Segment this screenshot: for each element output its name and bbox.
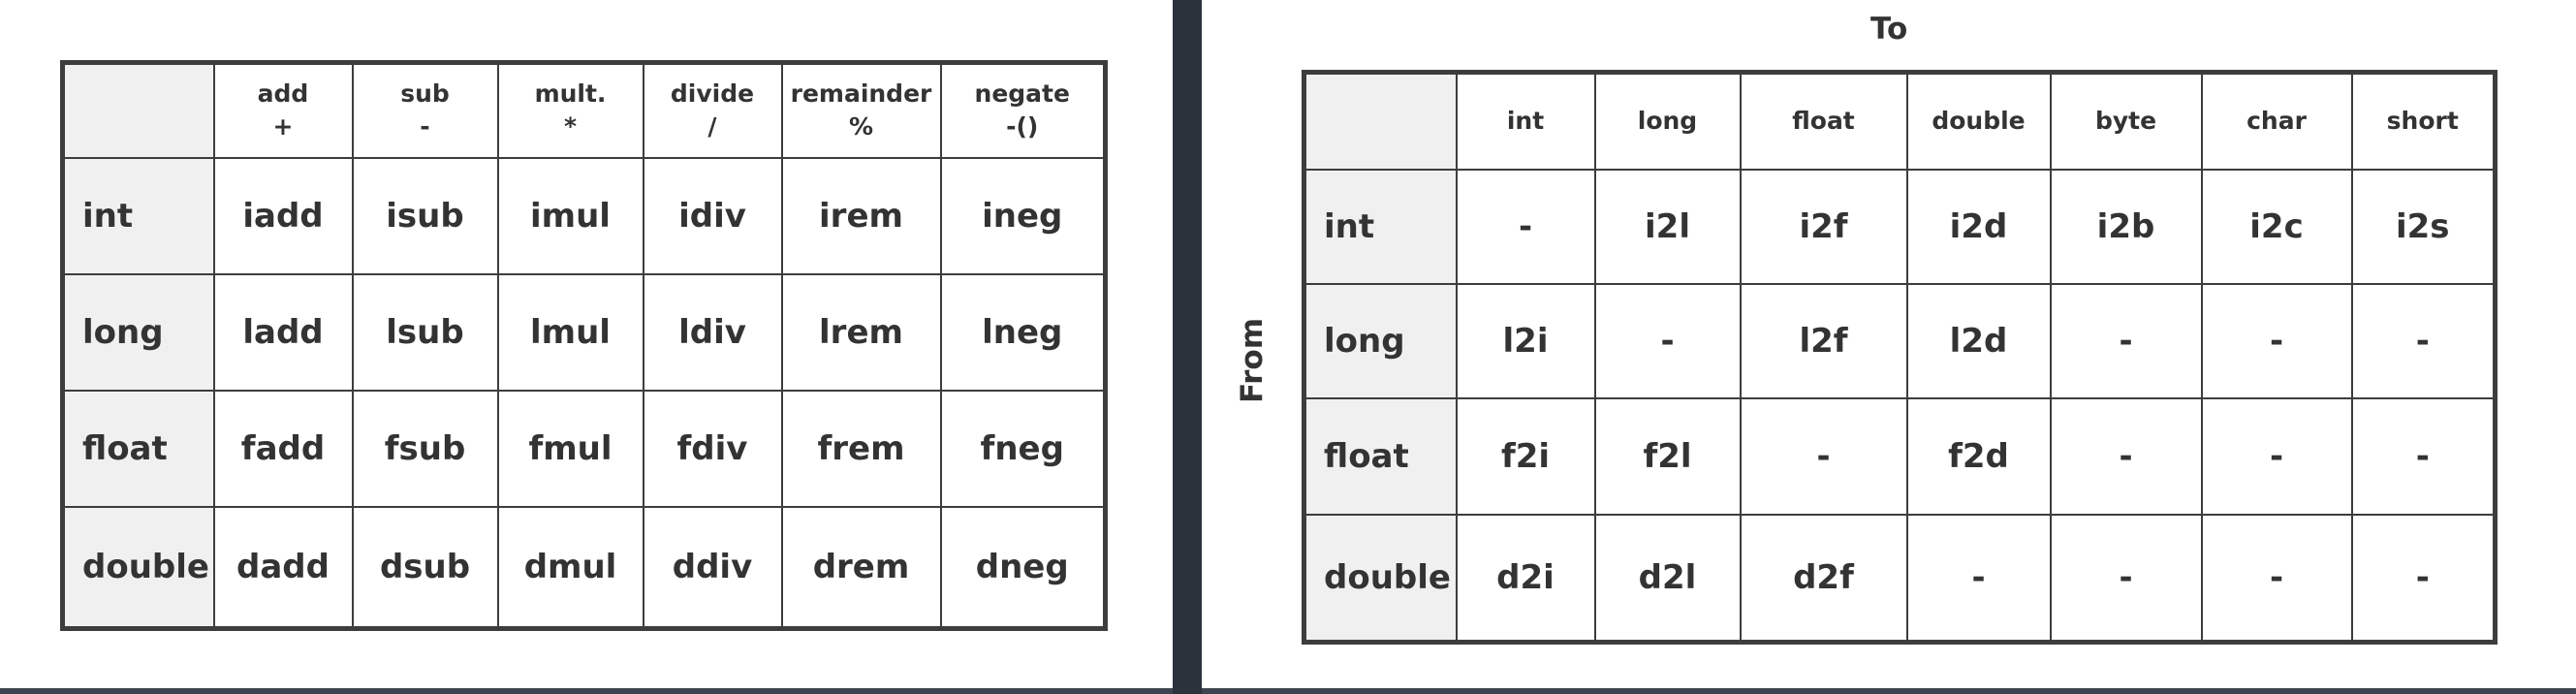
table-cell: i2l [1593,168,1742,285]
table-cell: - [2049,396,2203,516]
ops-col-add: add+ [212,61,354,159]
conv-col-short: short [2350,71,2497,171]
table-cell: fneg [939,389,1107,508]
conv-corner-cell [1303,71,1458,171]
table-cell: - [1593,282,1742,399]
table-cell: irem [780,156,942,275]
ops-col-remainder: remainder% [780,61,942,159]
table-row: float f2i f2l - f2d - - - [1303,396,2497,516]
table-cell: - [1455,168,1596,285]
conv-header-row: int long float double byte char short [1303,71,2497,171]
table-cell: - [1739,396,1908,516]
ops-col-negate: negate-() [939,61,1107,159]
table-cell: lrem [780,272,942,392]
table-cell: dadd [212,505,354,630]
table-cell: imul [496,156,644,275]
table-cell: fsub [351,389,499,508]
table-cell: l2f [1739,282,1908,399]
table-cell: f2i [1455,396,1596,516]
ops-corner-cell [61,61,215,159]
arithmetic-opcodes-table: add+ sub- mult.* divide/ remainder% nega… [60,60,1108,631]
table-row: int - i2l i2f i2d i2b i2c i2s [1303,168,2497,285]
table-cell: ladd [212,272,354,392]
conversion-opcodes-table: int long float double byte char short in… [1302,70,2497,645]
table-cell: idiv [642,156,783,275]
table-cell: dmul [496,505,644,630]
table-cell: - [2200,282,2353,399]
panel-divider [1173,0,1202,694]
table-cell: isub [351,156,499,275]
ops-col-mult: mult.* [496,61,644,159]
table-cell: d2i [1455,513,1596,644]
table-cell: f2l [1593,396,1742,516]
conv-row-header-float: float [1303,396,1458,516]
table-cell: - [2200,513,2353,644]
conv-row-header-int: int [1303,168,1458,285]
conv-col-int: int [1455,71,1596,171]
table-cell: - [1905,513,2052,644]
table-cell: ddiv [642,505,783,630]
table-row: float fadd fsub fmul fdiv frem fneg [61,389,1107,508]
conv-col-float: float [1739,71,1908,171]
table-cell: fadd [212,389,354,508]
to-axis-label: To [1870,12,1908,47]
table-cell: l2i [1455,282,1596,399]
table-cell: lneg [939,272,1107,392]
table-cell: frem [780,389,942,508]
table-cell: - [2350,282,2497,399]
ops-header-row: add+ sub- mult.* divide/ remainder% nega… [61,61,1107,159]
table-cell: - [2350,396,2497,516]
table-cell: - [2200,396,2353,516]
table-cell: i2s [2350,168,2497,285]
table-cell: drem [780,505,942,630]
table-cell: lmul [496,272,644,392]
table-cell: i2b [2049,168,2203,285]
ops-row-header-double: double [61,505,215,630]
table-cell: ldiv [642,272,783,392]
table-cell: i2c [2200,168,2353,285]
table-cell: i2f [1739,168,1908,285]
table-cell: d2f [1739,513,1908,644]
conv-row-header-long: long [1303,282,1458,399]
table-cell: - [2049,282,2203,399]
table-row: double dadd dsub dmul ddiv drem dneg [61,505,1107,630]
table-cell: lsub [351,272,499,392]
conv-row-header-double: double [1303,513,1458,644]
table-cell: i2d [1905,168,2052,285]
table-cell: d2l [1593,513,1742,644]
table-cell: f2d [1905,396,2052,516]
table-cell: iadd [212,156,354,275]
table-cell: fdiv [642,389,783,508]
from-axis-label: From [1235,317,1270,404]
table-cell: dsub [351,505,499,630]
ops-row-header-float: float [61,389,215,508]
conv-col-char: char [2200,71,2353,171]
ops-col-divide: divide/ [642,61,783,159]
conv-col-double: double [1905,71,2052,171]
table-row: int iadd isub imul idiv irem ineg [61,156,1107,275]
ops-col-sub: sub- [351,61,499,159]
table-row: long ladd lsub lmul ldiv lrem lneg [61,272,1107,392]
ops-row-header-long: long [61,272,215,392]
conv-col-byte: byte [2049,71,2203,171]
table-cell: fmul [496,389,644,508]
ops-row-header-int: int [61,156,215,275]
table-row: long l2i - l2f l2d - - - [1303,282,2497,399]
conv-col-long: long [1593,71,1742,171]
table-row: double d2i d2l d2f - - - - [1303,513,2497,644]
table-cell: dneg [939,505,1107,630]
table-cell: - [2049,513,2203,644]
table-cell: l2d [1905,282,2052,399]
table-cell: ineg [939,156,1107,275]
table-cell: - [2350,513,2497,644]
